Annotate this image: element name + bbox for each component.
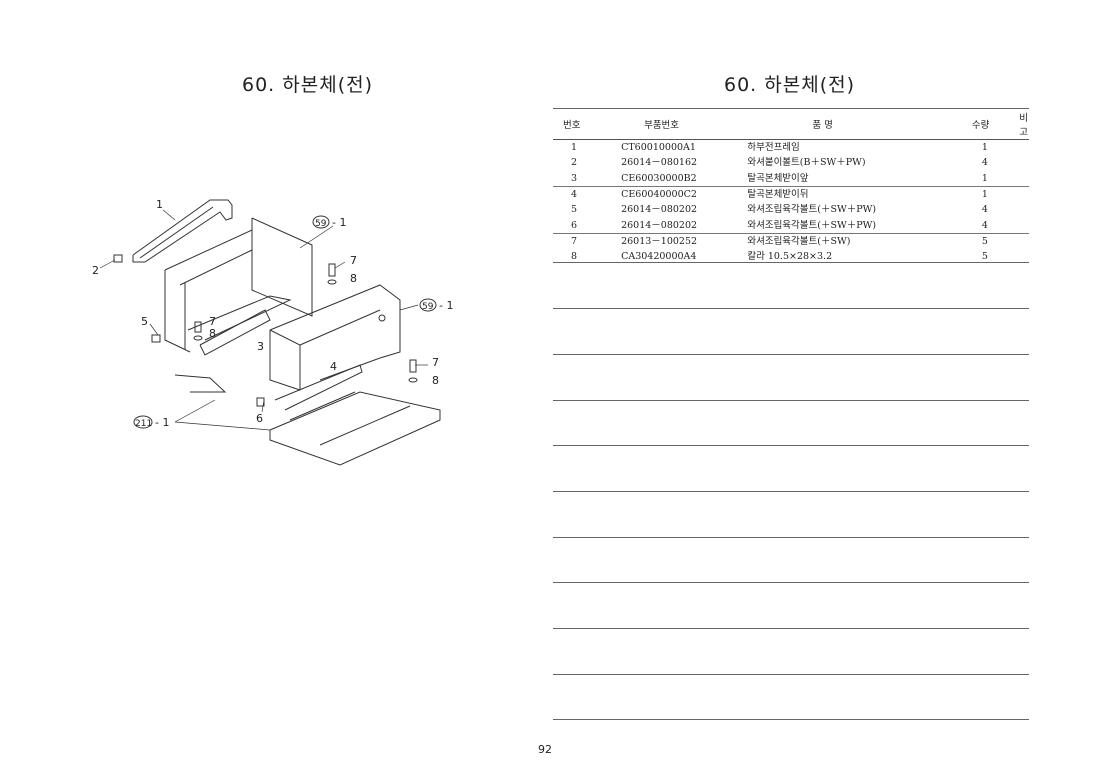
- table-row: 6 26014－080202 와셔조립육각볼트(＋SW＋PW) 4: [553, 217, 1029, 233]
- header-name: 품 명: [747, 109, 962, 140]
- cell-qty: 1: [981, 172, 988, 184]
- cell-name: 와셔조립육각볼트(＋SW): [747, 232, 962, 250]
- svg-text:- 1: - 1: [155, 416, 169, 429]
- exploded-parts-diagram: 1 2 3 4 5 6 7 8 7 8 7 8 59 - 1 59 - 1 21…: [92, 198, 453, 466]
- table-row: 8 CA30420000A4 칼라 10.5×28×3.2 5: [553, 249, 1029, 264]
- base-frame-211: [174, 364, 441, 466]
- svg-text:59: 59: [422, 302, 434, 312]
- cell-name: 탈곡본체받이뒤: [747, 185, 962, 203]
- leader-lines: [99, 209, 428, 431]
- header-part-number: 부품번호: [609, 109, 748, 140]
- cell-qty: 4: [981, 157, 988, 169]
- reference-59-1-right: 59 - 1: [419, 298, 453, 312]
- cell-part-number: CT60010000A1: [621, 142, 696, 154]
- table-row: 2 26014－080162 와셔붙이볼트(B＋SW＋PW) 4: [553, 155, 1029, 170]
- table-row: 1 CT60010000A1 하부전프레임 1: [553, 140, 1029, 156]
- header-no: 번호: [553, 109, 610, 140]
- left-page-title: 60. 하본체(전): [242, 74, 374, 96]
- cell-no: 3: [571, 172, 578, 184]
- svg-text:- 1: - 1: [439, 299, 453, 312]
- blank-rule: [553, 674, 1029, 675]
- cell-part-number: CE60030000B2: [621, 172, 697, 184]
- callout-1: 1: [156, 198, 163, 211]
- blank-rule: [553, 354, 1029, 355]
- cell-part-number: 26013－100252: [609, 232, 748, 250]
- cell-qty: 5: [981, 251, 988, 263]
- cell-qty: 1: [981, 142, 988, 154]
- side-plate-59: [164, 217, 313, 356]
- table-row: 5 26014－080202 와셔조립육각볼트(＋SW＋PW) 4: [553, 202, 1029, 217]
- blank-rule: [553, 537, 1029, 538]
- cell-note: [1018, 155, 1029, 170]
- callout-7b: 7: [209, 315, 216, 328]
- frame-part-1: [132, 199, 233, 263]
- table-row: 3 CE60030000B2 탈곡본체받이앞 1: [553, 171, 1029, 187]
- blank-rule: [553, 628, 1029, 629]
- cell-no: 1: [571, 142, 578, 154]
- cell-note: [1018, 232, 1029, 250]
- callout-6: 6: [256, 412, 263, 425]
- callout-8a: 8: [350, 272, 357, 285]
- cell-qty: 4: [981, 204, 988, 216]
- cell-part-number: CA30420000A4: [621, 251, 697, 263]
- callout-5: 5: [141, 315, 148, 328]
- table-header: 번호 부품번호 품 명 수량 비 고: [553, 109, 1029, 140]
- blank-rule: [553, 400, 1029, 401]
- cell-part-number: 26014－080162: [621, 157, 698, 169]
- svg-text:59: 59: [315, 219, 327, 229]
- cell-part-number: 26014－080202: [621, 204, 698, 216]
- cell-name: 와셔조립육각볼트(＋SW＋PW): [747, 204, 877, 216]
- cell-note: [1018, 202, 1029, 217]
- cell-no: 5: [571, 204, 578, 216]
- callout-7a: 7: [350, 254, 357, 267]
- callout-7c: 7: [432, 356, 439, 369]
- cell-no: 2: [571, 157, 578, 169]
- cell-no: 6: [571, 219, 578, 231]
- callout-8b: 8: [209, 327, 216, 340]
- cell-note: [1018, 185, 1029, 203]
- cell-qty: 1: [961, 185, 1019, 203]
- cell-no: 4: [553, 185, 610, 203]
- table-top-rule: [553, 108, 1029, 109]
- cell-note: [1018, 217, 1029, 233]
- callout-8c: 8: [432, 374, 439, 387]
- cell-name: 와셔붙이볼트(B＋SW＋PW): [747, 157, 866, 169]
- cell-qty: 4: [981, 219, 988, 231]
- cell-note: [1018, 140, 1029, 156]
- reference-59-1-top: 59 - 1: [312, 215, 346, 229]
- right-page-title: 60. 하본체(전): [724, 74, 856, 96]
- reference-211-1: 211 - 1: [133, 415, 169, 429]
- blank-rule: [553, 491, 1029, 492]
- cell-name: 탈곡본체받이앞: [747, 172, 809, 184]
- header-note: 비 고: [1018, 109, 1029, 140]
- callout-3: 3: [257, 340, 264, 353]
- callout-labels: 1 2 3 4 5 6 7 8 7 8 7 8: [92, 198, 439, 425]
- cell-no: 8: [571, 251, 578, 263]
- blank-rule: [553, 308, 1029, 309]
- blank-rule: [553, 445, 1029, 446]
- cell-name: 와셔조립육각볼트(＋SW＋PW): [747, 219, 877, 231]
- cell-no: 7: [553, 232, 610, 250]
- blank-rule: [553, 719, 1029, 720]
- cell-qty: 5: [961, 232, 1019, 250]
- callout-2: 2: [92, 264, 99, 277]
- svg-text:- 1: - 1: [332, 216, 346, 229]
- cell-name: 하부전프레임: [747, 142, 800, 154]
- cell-part-number: 26014－080202: [621, 219, 698, 231]
- svg-text:211: 211: [135, 419, 152, 429]
- blank-rule: [553, 262, 1029, 263]
- cell-part-number: CE60040000C2: [609, 185, 748, 203]
- blank-rule: [553, 582, 1029, 583]
- cell-name: 칼라 10.5×28×3.2: [747, 251, 833, 263]
- header-qty: 수량: [961, 109, 1019, 140]
- callout-4: 4: [330, 360, 337, 373]
- cell-note: [1018, 171, 1029, 187]
- page-number: 92: [538, 743, 552, 756]
- bolts: [113, 254, 418, 407]
